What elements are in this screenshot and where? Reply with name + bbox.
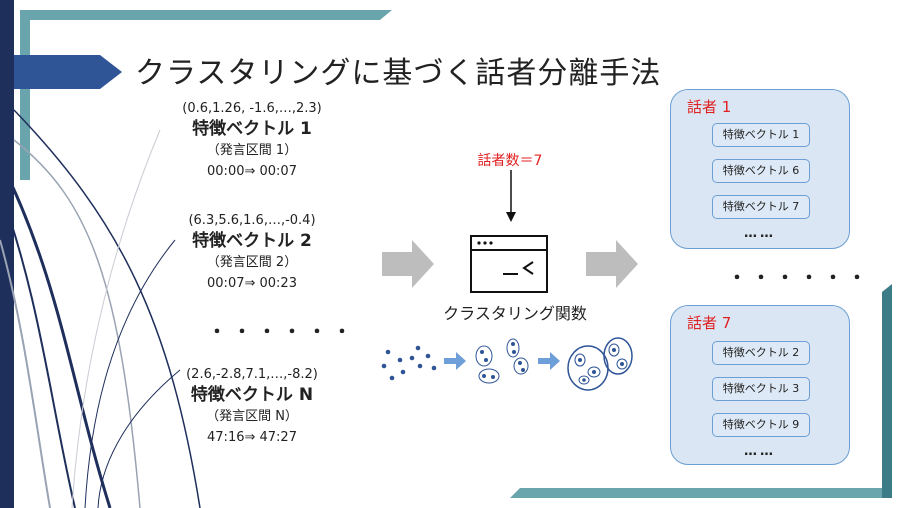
small-arrow-icon	[444, 352, 466, 370]
grouped-points-icon	[475, 338, 529, 384]
flow-arrow-right	[382, 240, 434, 288]
decor-curve	[13, 109, 201, 508]
speaker-feature-item: 特徴ベクトル 1	[712, 123, 810, 147]
feature-vector-block: (6.3,5.6,1.6,…,-0.4) 特徴ベクトル 2 （発言区間 2） 0…	[122, 210, 382, 294]
feature-vector-name: 特徴ベクトル 2	[192, 231, 312, 251]
decor-curve	[84, 239, 176, 508]
speaker-feature-item: 特徴ベクトル 6	[712, 159, 810, 183]
left-frame-bar	[20, 10, 30, 180]
top-frame-bar	[20, 10, 392, 20]
decor-curve	[0, 189, 76, 508]
speaker-feature-item: 特徴ベクトル 2	[712, 341, 810, 365]
terminal-window-icon	[470, 235, 548, 293]
decor-curve	[13, 139, 141, 508]
right-frame-bar	[882, 284, 892, 498]
speaker-feature-item: 特徴ベクトル 7	[712, 195, 810, 219]
speaker-feature-item: 特徴ベクトル 3	[712, 377, 810, 401]
feature-vector-name: 特徴ベクトル 1	[192, 119, 312, 139]
num-speakers-label: 話者数＝7	[477, 153, 543, 169]
feature-vector-name: 特徴ベクトル N	[190, 385, 314, 405]
feature-vector-coords: (0.6,1.26, -1.6,…,2.3)	[182, 101, 322, 116]
feature-vector-coords: (2.6,-2.8,7.1,…,-8.2)	[186, 367, 318, 382]
feature-vector-time: 47:16⇒ 47:27	[207, 430, 297, 445]
panel-ellipsis: ……	[744, 444, 776, 459]
speaker-title: 話者 1	[687, 98, 732, 116]
feature-vector-segment: （発言区間 1）	[206, 143, 298, 158]
page-title: クラスタリングに基づく話者分離手法	[135, 56, 662, 91]
speaker-panel: 話者 7 特徴ベクトル 2 特徴ベクトル 3 特徴ベクトル 9 ……	[670, 305, 850, 465]
panel-ellipsis: ……	[744, 226, 776, 241]
feature-vector-segment: （発言区間 N）	[206, 409, 298, 424]
clustering-function-label: クラスタリング関数	[443, 304, 587, 323]
feature-vector-block: (2.6,-2.8,7.1,…,-8.2) 特徴ベクトル N （発言区間 N） …	[122, 364, 382, 448]
decor-curve	[71, 129, 161, 508]
decor-curve	[0, 239, 51, 508]
scatter-points-icon	[381, 345, 437, 381]
small-arrow-icon	[538, 352, 560, 370]
feature-vector-block: (0.6,1.26, -1.6,…,2.3) 特徴ベクトル 1 （発言区間 1）…	[122, 98, 382, 182]
down-arrow-head	[506, 212, 516, 222]
decor-curve	[97, 369, 181, 508]
feature-vector-time: 00:07⇒ 00:23	[207, 276, 297, 291]
speaker-panel: 話者 1 特徴ベクトル 1 特徴ベクトル 6 特徴ベクトル 7 ……	[670, 89, 850, 249]
clusters-icon	[567, 337, 633, 391]
between-speakers-dots: ・・・・・・	[728, 268, 872, 289]
ellipsis-dots: ・・・・・・	[208, 322, 358, 343]
flow-arrow-right	[586, 240, 638, 288]
left-navy-strip	[0, 0, 14, 508]
title-pointer	[14, 55, 122, 89]
feature-vector-coords: (6.3,5.6,1.6,…,-0.4)	[188, 213, 316, 228]
speaker-feature-item: 特徴ベクトル 9	[712, 413, 810, 437]
decor-curve	[0, 159, 112, 508]
feature-vector-segment: （発言区間 2）	[206, 255, 298, 270]
feature-vector-time: 00:00⇒ 00:07	[207, 164, 297, 179]
bottom-frame-bar	[510, 488, 892, 498]
speaker-title: 話者 7	[687, 314, 732, 332]
